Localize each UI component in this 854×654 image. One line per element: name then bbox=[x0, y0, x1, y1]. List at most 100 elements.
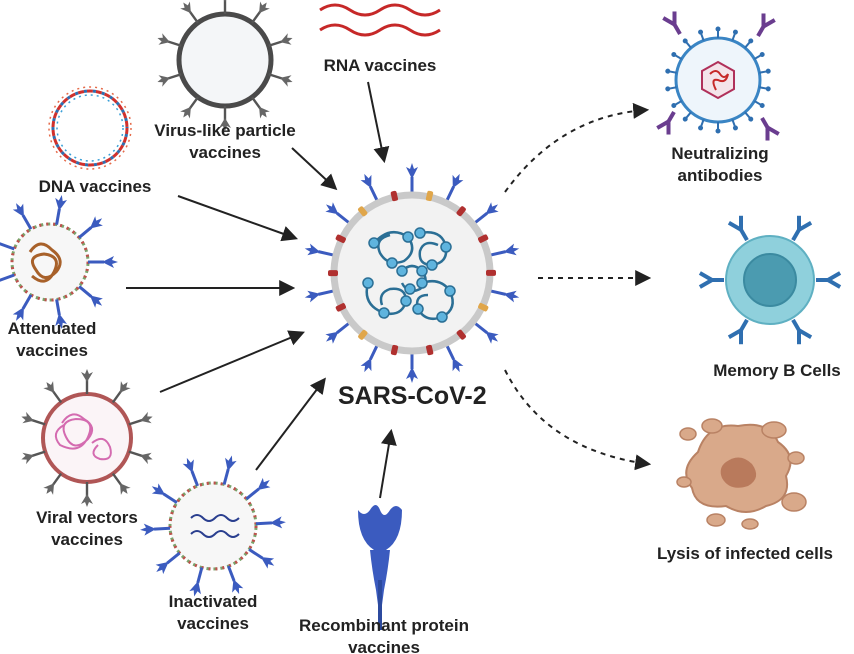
sars-cov-2-particle bbox=[303, 163, 521, 383]
arrow-vlp bbox=[291, 147, 338, 191]
antibody-cluster-knob bbox=[715, 26, 721, 38]
center-genome-bead bbox=[378, 307, 390, 319]
center-genome-bead bbox=[436, 311, 448, 323]
lysed-cell bbox=[676, 418, 807, 530]
arrow-dna bbox=[177, 195, 299, 242]
neutralizing-antibody bbox=[661, 9, 688, 39]
label-attenuated-line1: Attenuated bbox=[7, 319, 97, 338]
label-sars-cov-2: SARS-CoV-2 bbox=[338, 382, 487, 410]
attenuated-spike bbox=[88, 256, 118, 268]
center-genome-bead bbox=[402, 231, 414, 243]
label-antibodies-line1: Neutralizing bbox=[671, 144, 769, 163]
center-membrane-protein bbox=[335, 234, 346, 243]
label-inactivated-vaccines: Inactivated vaccines bbox=[148, 591, 278, 635]
center-genome-bead bbox=[412, 303, 424, 315]
center-membrane-protein bbox=[426, 344, 434, 356]
label-dna-vaccines: DNA vaccines bbox=[38, 177, 152, 196]
label-inactivated-line2: vaccines bbox=[177, 614, 249, 633]
center-genome-bead bbox=[416, 265, 428, 277]
antibody-cluster-knob bbox=[670, 98, 683, 109]
center-membrane-protein bbox=[335, 303, 346, 312]
label-rna-vaccines: RNA vaccines bbox=[323, 56, 437, 75]
rna-strands bbox=[319, 3, 441, 37]
center-genome-bead bbox=[400, 295, 412, 307]
viral-vector-particle bbox=[19, 369, 155, 507]
neutralizing-antibody bbox=[750, 11, 777, 41]
label-vlp-vaccines: Virus-like particle vaccines bbox=[130, 120, 320, 164]
label-attenuated-line2: vaccines bbox=[16, 341, 88, 360]
b-cell-receptor bbox=[816, 271, 842, 289]
inactivated-spike bbox=[218, 453, 238, 487]
arrow-rna bbox=[367, 81, 390, 164]
center-membrane-protein bbox=[358, 329, 368, 340]
inactivated-spike bbox=[181, 455, 204, 489]
viral-vector-spike bbox=[81, 369, 93, 394]
antibody-cluster-knob bbox=[670, 51, 683, 62]
recombinant-protein bbox=[358, 505, 402, 630]
center-genome-bead bbox=[444, 285, 456, 297]
center-membrane-protein bbox=[456, 206, 466, 217]
center-genome-bead bbox=[416, 277, 428, 289]
center-membrane-protein bbox=[327, 270, 339, 277]
label-antibodies-line2: antibodies bbox=[677, 166, 763, 185]
center-genome-bead bbox=[362, 277, 374, 289]
label-recombinant-vaccines: Recombinant protein vaccines bbox=[284, 615, 484, 654]
attenuated-spike bbox=[10, 200, 37, 233]
label-recombinant-line2: vaccines bbox=[348, 638, 420, 654]
antibody-cluster-knob bbox=[743, 37, 755, 50]
center-membrane-protein bbox=[358, 206, 368, 217]
label-attenuated-vaccines: Attenuated vaccines bbox=[0, 318, 104, 362]
arrows bbox=[126, 81, 652, 499]
antibody-cluster-knob bbox=[715, 122, 721, 134]
center-spike bbox=[406, 163, 418, 193]
attenuated-spike bbox=[50, 193, 68, 226]
center-membrane-protein bbox=[478, 303, 489, 312]
antibody-cluster-knob bbox=[753, 51, 766, 62]
label-vlp-line2: vaccines bbox=[189, 143, 261, 162]
label-viral-vector-line1: Viral vectors bbox=[36, 508, 138, 527]
inactivated-spike bbox=[152, 548, 184, 577]
center-genome-bead bbox=[396, 265, 408, 277]
label-memory-b-cells: Memory B Cells bbox=[713, 361, 841, 380]
center-genome-bead bbox=[414, 227, 426, 239]
inactivated-spike bbox=[255, 516, 287, 530]
center-spike bbox=[488, 242, 521, 262]
label-recombinant-line1: Recombinant protein bbox=[298, 616, 469, 635]
center-spike bbox=[303, 284, 336, 304]
label-viral-vector-line2: vaccines bbox=[51, 530, 123, 549]
label-inactivated-line1: Inactivated bbox=[168, 592, 258, 611]
antibody-cluster-knob bbox=[743, 110, 755, 123]
antibody-cluster bbox=[655, 9, 781, 143]
inactivated-spike bbox=[242, 475, 274, 504]
arrow-viral-vector bbox=[159, 330, 305, 393]
center-genome-bead bbox=[440, 241, 452, 253]
center-membrane-protein bbox=[425, 190, 434, 202]
attenuated-spike bbox=[75, 281, 106, 311]
center-genome-bead bbox=[404, 283, 416, 295]
center-genome-bead bbox=[386, 257, 398, 269]
vlp-particle bbox=[155, 0, 295, 131]
memory-b-cell bbox=[698, 214, 842, 346]
antibody-cluster-knob bbox=[753, 98, 766, 109]
arrow-to-lysis bbox=[504, 369, 652, 471]
antibody-cluster-knob bbox=[681, 110, 693, 123]
viral-vector-spike bbox=[81, 482, 93, 507]
neutralizing-antibody bbox=[754, 113, 781, 143]
antibody-cluster-knob bbox=[681, 37, 693, 50]
center-membrane-protein bbox=[390, 190, 398, 202]
label-vlp-line1: Virus-like particle bbox=[154, 121, 296, 140]
center-spike bbox=[303, 242, 336, 262]
attenuated-virus bbox=[0, 193, 118, 331]
arrow-to-antibodies bbox=[504, 102, 650, 193]
label-viral-vector-vaccines: Viral vectors vaccines bbox=[20, 507, 154, 551]
inactivated-virus bbox=[139, 453, 287, 599]
b-cell-receptor bbox=[698, 271, 724, 289]
center-membrane-protein bbox=[478, 234, 489, 243]
label-neutralizing-antibodies: Neutralizing antibodies bbox=[650, 143, 790, 187]
arrow-recombinant bbox=[379, 428, 397, 499]
attenuated-spike bbox=[75, 213, 106, 243]
center-spike bbox=[406, 353, 418, 383]
center-spike bbox=[488, 284, 521, 304]
